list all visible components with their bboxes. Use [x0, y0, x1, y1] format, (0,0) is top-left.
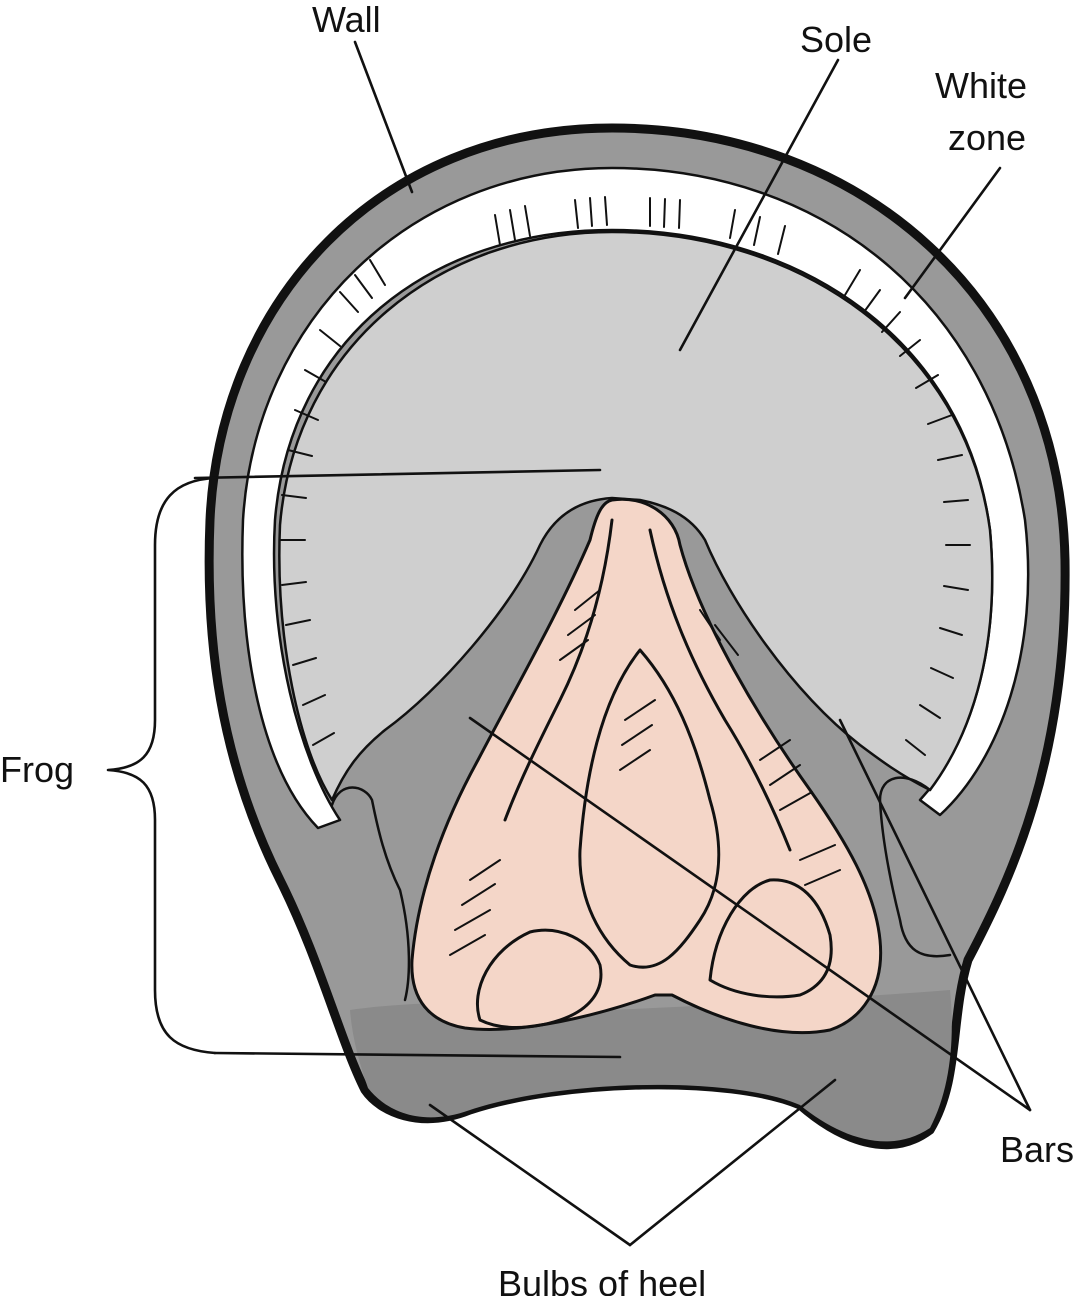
white-zone-hatching: [279, 196, 971, 756]
frog-brace: [106, 476, 217, 1055]
frog-apex-line: [503, 518, 614, 822]
bar-left: [330, 786, 411, 1002]
white-zone-label-line2: zone: [948, 117, 1026, 158]
bars-leader-1: [468, 716, 1032, 1112]
frog-hatching: [449, 589, 841, 956]
wall-label: Wall: [312, 0, 381, 40]
sole: [278, 230, 994, 802]
frog-label: Frog: [0, 749, 74, 790]
frog-bottom-leader: [213, 1051, 622, 1059]
bulbs-leader-right: [628, 1078, 837, 1247]
bulbs-of-heel-label: Bulbs of heel: [498, 1263, 706, 1296]
frog-central-sulcus: [578, 648, 721, 969]
frog-left-lobe: [475, 928, 603, 1029]
wall-leader: [353, 40, 414, 194]
white-zone-leader: [903, 166, 1002, 300]
bars-label: Bars: [1000, 1129, 1074, 1170]
leader-lines: [106, 40, 1032, 1247]
white-zone-label-line1: White: [935, 65, 1027, 106]
sole-leader: [678, 58, 840, 352]
frog-apex-line-right: [648, 528, 792, 852]
frog-top-leader: [193, 468, 602, 480]
bulbs-leader-left: [428, 1103, 632, 1247]
bar-right: [878, 776, 952, 958]
sole-label: Sole: [800, 19, 872, 60]
bars-leader-2: [838, 718, 1032, 1112]
